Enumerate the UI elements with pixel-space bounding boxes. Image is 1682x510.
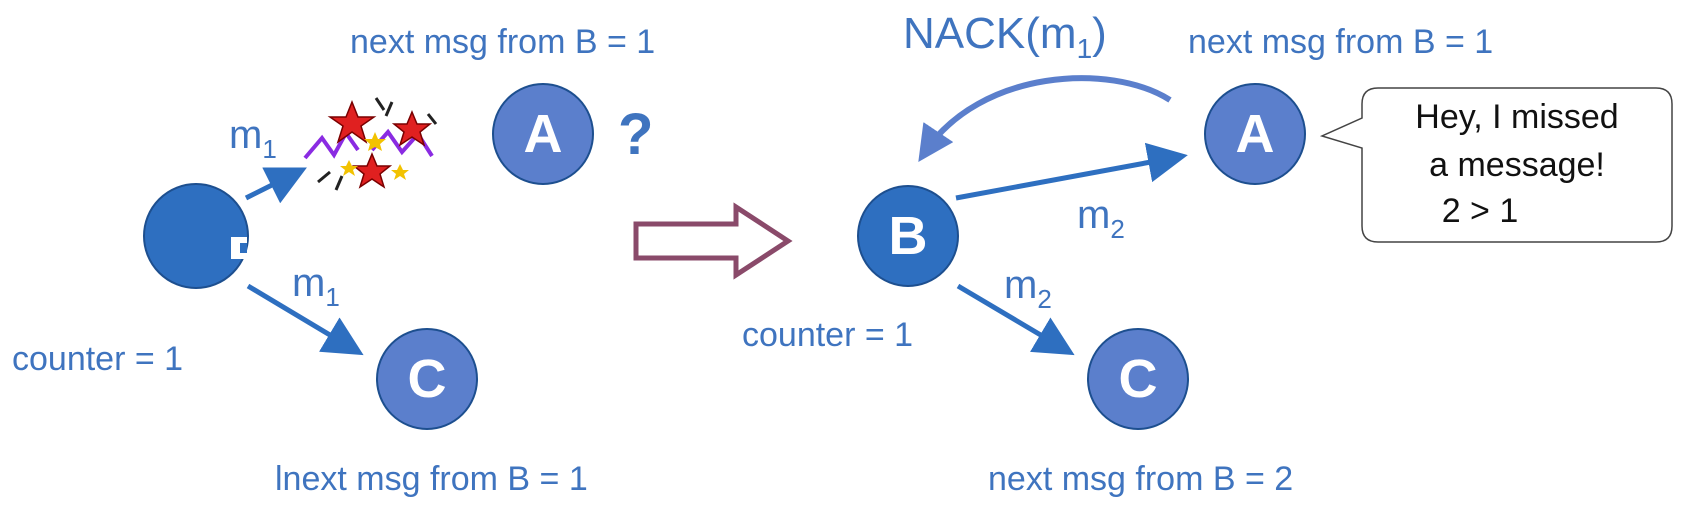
right-node-a-state: next msg from B = 1 bbox=[1188, 23, 1493, 61]
right-node-a-letter: A bbox=[1236, 104, 1275, 164]
left-msg-arrow-to-a bbox=[244, 167, 307, 204]
left-node-c-letter: C bbox=[408, 349, 447, 409]
left-node-a-status: ? bbox=[618, 102, 653, 167]
right-node-b-letter: B bbox=[889, 206, 928, 266]
speech-bubble-line1: Hey, I missed bbox=[1415, 98, 1618, 136]
left-msg-arrow-to-c bbox=[246, 283, 364, 356]
right-msg-label-to-c: m2 bbox=[1004, 263, 1052, 314]
left-sender-node bbox=[143, 183, 249, 289]
right-node-b: B bbox=[857, 185, 959, 287]
left-counter-label: counter = 1 bbox=[12, 340, 183, 378]
left-node-c-state: lnext msg from B = 1 bbox=[275, 460, 588, 498]
left-node-a-letter: A bbox=[524, 104, 563, 164]
right-msg-label-to-a: m2 bbox=[1077, 193, 1125, 244]
speech-bubble-line3: 2 > 1 bbox=[1442, 192, 1519, 230]
left-scenario: counter = 1 m1 A ? next msg f bbox=[12, 23, 655, 498]
left-msg-label-to-a: m1 bbox=[229, 113, 277, 164]
right-node-c-state: next msg from B = 2 bbox=[988, 460, 1293, 498]
right-node-a: A bbox=[1204, 83, 1306, 185]
speech-bubble: Hey, I missed a message! 2 > 1 bbox=[1319, 87, 1673, 243]
right-node-c-letter: C bbox=[1119, 349, 1158, 409]
right-msg-arrow-to-a bbox=[955, 142, 1188, 201]
hollow-right-arrow-icon bbox=[633, 202, 793, 280]
left-node-c: C bbox=[376, 328, 478, 430]
right-msg-arrow-to-c bbox=[956, 283, 1075, 356]
nack-label: NACK(m1) bbox=[903, 9, 1107, 64]
right-node-c: C bbox=[1087, 328, 1189, 430]
right-scenario: NACK(m1) B counter = 1 m2 A next msg fro… bbox=[742, 9, 1673, 498]
nack-arrow bbox=[918, 75, 1172, 162]
speech-bubble-line2: a message! bbox=[1429, 146, 1605, 184]
left-node-a: A bbox=[492, 83, 594, 185]
right-counter-label: counter = 1 bbox=[742, 316, 913, 354]
left-msg-label-to-c: m1 bbox=[292, 261, 340, 312]
left-node-a-state: next msg from B = 1 bbox=[350, 23, 655, 61]
explosion-icon bbox=[303, 97, 438, 191]
sender-notch-icon bbox=[231, 237, 247, 259]
